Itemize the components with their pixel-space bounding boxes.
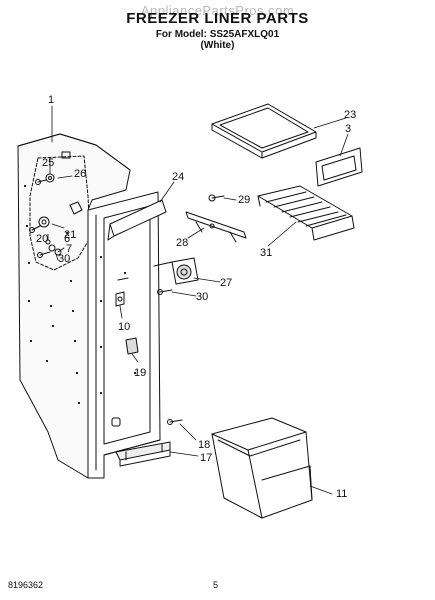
watermark: AppliancePartsPros.com xyxy=(140,3,295,18)
leader-lines xyxy=(47,105,349,495)
part-29-screw xyxy=(208,194,225,202)
callout-18: 18 xyxy=(198,439,210,451)
callout-25: 25 xyxy=(42,157,54,169)
callout-29: 29 xyxy=(238,194,250,206)
callout-30-upper: 30 xyxy=(58,253,70,265)
callout-26: 26 xyxy=(74,168,86,180)
callout-20: 20 xyxy=(36,233,48,245)
part-11-bin xyxy=(211,417,313,519)
callout-27: 27 xyxy=(220,277,232,289)
callout-10: 10 xyxy=(118,321,130,333)
part-19-bracket xyxy=(125,337,139,355)
callout-23: 23 xyxy=(344,109,356,121)
callout-24: 24 xyxy=(172,171,184,183)
callout-19: 19 xyxy=(134,367,146,379)
color-variant: (White) xyxy=(200,40,235,51)
document-number: 8196362 xyxy=(8,580,44,590)
callout-7: 7 xyxy=(66,243,72,255)
liner-panel xyxy=(87,191,161,479)
callout-21: 21 xyxy=(64,229,76,241)
part-17-bracket xyxy=(115,441,171,467)
part-31-wire-shelf xyxy=(257,185,355,241)
part-18-screw xyxy=(167,419,183,425)
callout-6: 6 xyxy=(64,233,70,245)
part-28-support xyxy=(185,211,247,243)
fastener-group xyxy=(29,173,83,258)
callout-3: 3 xyxy=(345,123,351,135)
part-10-clip xyxy=(115,291,125,307)
callout-28: 28 xyxy=(176,237,188,249)
callout-11: 11 xyxy=(336,488,347,500)
part-3-frame xyxy=(315,147,363,187)
callout-30-lower: 30 xyxy=(196,291,208,303)
page-title: FREEZER LINER PARTS xyxy=(126,10,309,27)
callout-31: 31 xyxy=(260,247,272,259)
detail-region xyxy=(29,155,91,271)
callout-1: 1 xyxy=(48,94,54,106)
callout-17: 17 xyxy=(200,452,212,464)
part-27-control xyxy=(153,257,199,285)
page-number: 5 xyxy=(213,580,219,590)
part-24-duct xyxy=(109,199,167,237)
model-line: For Model: SS25AFXLQ01 xyxy=(155,29,280,40)
callout-labels: 1 23 3 25 26 24 29 21 28 20 6 7 31 30 27… xyxy=(36,94,356,500)
part-30-screw xyxy=(157,289,173,295)
part-23-glass-shelf xyxy=(211,103,317,159)
